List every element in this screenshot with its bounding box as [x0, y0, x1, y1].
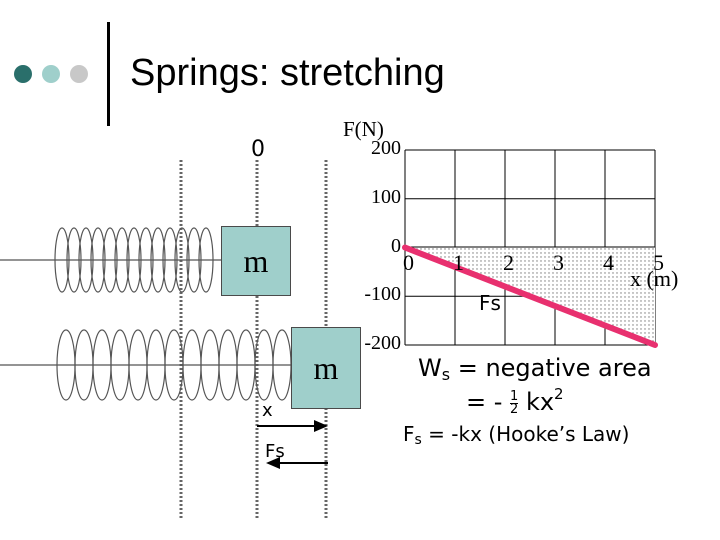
x-tick-5: 5: [653, 249, 664, 275]
x-tick-1: 1: [453, 249, 464, 275]
bullet-dot-3: [70, 65, 88, 83]
x-tick-2: 2: [503, 249, 514, 275]
y-tick--100: -100: [364, 283, 401, 306]
y-tick--200: -200: [364, 332, 401, 354]
force-arrow-label: Fs: [265, 441, 285, 462]
x-axis-label: x (m): [630, 266, 679, 291]
mass-block-top: m: [221, 226, 291, 296]
bullet-dot-2: [42, 65, 60, 83]
x-tick-4: 4: [603, 249, 614, 275]
x-tick-0: 0: [403, 249, 414, 275]
mass-label-top: m: [243, 242, 269, 279]
slide-title: Springs: stretching: [130, 52, 445, 94]
spring-bottom: [0, 329, 292, 401]
mass-block-bottom: m: [291, 327, 361, 409]
x-tick-3: 3: [553, 249, 564, 275]
force-arrow: [266, 457, 328, 469]
hookes-law-text: Fs = -kx (Hooke’s Law): [403, 422, 630, 448]
y-axis-label: F(N): [343, 117, 384, 141]
bullet-dot-1: [14, 65, 32, 83]
y-tick-0: 0: [391, 234, 401, 257]
title-divider: [107, 22, 110, 126]
force-line: [402, 244, 658, 348]
zero-position-label: 0: [251, 137, 265, 162]
spring-top: [0, 227, 222, 293]
y-tick-200: 200: [371, 137, 401, 159]
work-equation-line1: Ws = negative area: [418, 354, 652, 384]
mass-label-bottom: m: [313, 349, 339, 386]
series-label-fs: Fs: [479, 291, 501, 315]
displacement-arrow: [257, 420, 328, 432]
displacement-label: x: [262, 400, 273, 421]
y-tick-100: 100: [371, 185, 401, 208]
